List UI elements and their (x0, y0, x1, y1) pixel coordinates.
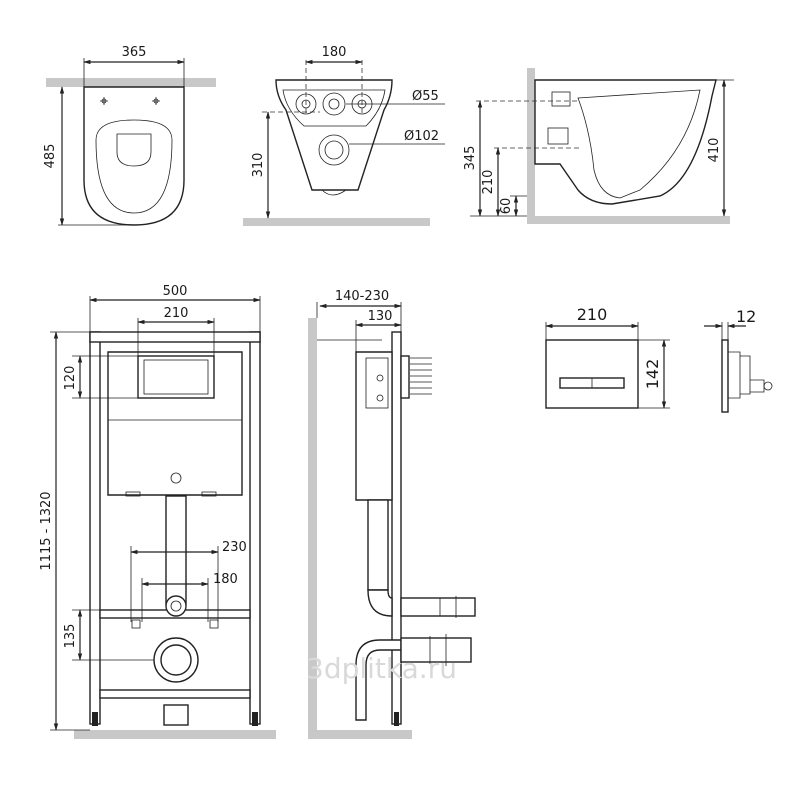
rear-view: 180 Ø55 Ø102 310 (243, 45, 445, 226)
frame-side-view: 140-230 130 (308, 289, 476, 739)
mount-holes (100, 97, 160, 105)
dim-total-height: 410 (707, 138, 722, 163)
drain-opening (116, 133, 152, 167)
dim-plate-thickness: 12 (736, 307, 756, 326)
dim-frame-width: 500 (163, 284, 188, 299)
dim-frame-depth: 130 (368, 309, 393, 324)
cistern-side (355, 351, 393, 501)
dim-cistern-opening: 210 (164, 306, 189, 321)
dim-outlet-height: 310 (251, 153, 266, 178)
side-outline (534, 79, 717, 205)
dim-outlet-dia: Ø102 (404, 129, 439, 144)
dim-outlet-height: 210 (481, 170, 496, 195)
flush-plate-front: 210 142 (545, 305, 670, 409)
dim-floor-clearance: 60 (499, 198, 514, 215)
dim-panel-height: 120 (63, 366, 78, 391)
wall-strip (46, 78, 216, 87)
bowl-inner (95, 119, 173, 214)
dim-mount-spacing: 180 (322, 45, 347, 60)
floor-strip (308, 730, 412, 739)
floor-strip (243, 218, 430, 226)
dim-plate-height: 142 (643, 359, 662, 390)
dim-bolt-spacing-outer: 230 (222, 540, 247, 555)
dim-wall-offset: 140-230 (335, 289, 389, 304)
dim-inlet-dia: Ø55 (412, 89, 439, 104)
flush-pipe (165, 495, 187, 605)
floor-strip (527, 216, 730, 224)
dim-depth: 485 (43, 144, 58, 169)
dim-bolt-spacing-inner: 180 (213, 572, 238, 587)
side-view: 345 210 60 410 (463, 68, 734, 224)
frame-post-right (249, 331, 261, 725)
dim-plate-width: 210 (577, 305, 608, 324)
dim-height-range: 1115 - 1320 (39, 491, 54, 570)
bowl-outline (83, 86, 185, 226)
frame-front-view: 500 210 120 1115 - 1320 230 180 135 (39, 284, 276, 739)
watermark: 3dplitka.ru (306, 652, 457, 685)
wall-strip (308, 318, 317, 738)
floor-strip (74, 730, 276, 739)
flush-plate-side: 12 (704, 307, 773, 413)
inlet-pipe (400, 597, 476, 617)
flush-plate (545, 339, 639, 409)
wall-strip (527, 68, 535, 218)
dim-width: 365 (122, 45, 147, 60)
top-view: 365 485 (43, 45, 216, 226)
flush-button-ribs (400, 355, 432, 399)
drain-pipe (400, 637, 472, 663)
frame-post-left (89, 331, 101, 725)
plate-side (721, 339, 729, 413)
dim-inlet-height: 345 (463, 146, 478, 171)
dim-outlet-height: 135 (63, 624, 78, 649)
